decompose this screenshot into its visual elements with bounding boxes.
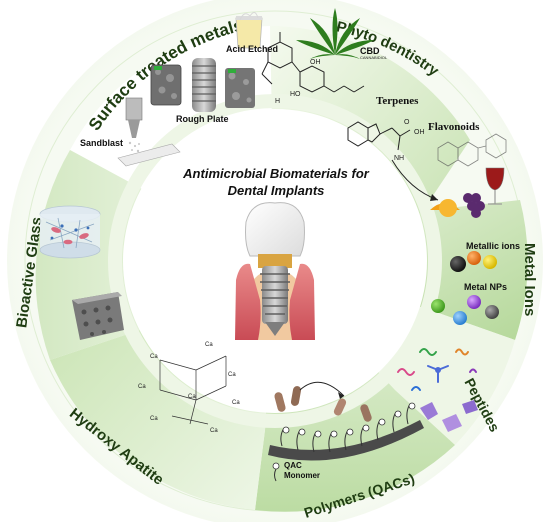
label-sandblast: Sandblast [80, 138, 123, 148]
terpene-structure [347, 121, 411, 151]
chem-ho-1: HO [290, 91, 301, 98]
svg-text:Ca: Ca [228, 372, 236, 378]
sandblast-illustration [117, 97, 181, 167]
bacteria-icon [274, 381, 372, 422]
svg-text:Ca: Ca [188, 394, 196, 400]
svg-text:Ca: Ca [210, 428, 218, 434]
label-metal-nps: Metal NPs [464, 282, 507, 292]
chem-o-1: O [404, 119, 410, 126]
svg-text:Ca: Ca [150, 354, 158, 360]
chem-nh2: NH [394, 155, 404, 162]
peptide-shapes [420, 400, 478, 432]
inner-ring [108, 94, 442, 428]
ca-labels: Ca Ca Ca Ca Ca Ca Ca Ca [138, 342, 240, 434]
label-flavonoids: Flavonoids [428, 121, 480, 133]
svg-text:Ca: Ca [150, 416, 158, 422]
phyto-arrowhead [430, 194, 438, 201]
fruit-wine-icon [430, 167, 505, 218]
center-title-line-2: Dental Implants [228, 183, 325, 198]
qac-polymer-surface [268, 402, 424, 461]
label-terpenes: Terpenes [376, 95, 419, 107]
label-acid-etched: Acid Etched [226, 44, 278, 54]
acid-beaker [235, 12, 263, 49]
bioactive-glass-cells [39, 205, 101, 259]
metal-ion-spheres [450, 251, 497, 272]
metal-np-spheres [431, 295, 499, 325]
label-monomer: Monomer [284, 471, 320, 480]
rough-surface-micrographs [150, 64, 255, 108]
dental-implant-illustration [235, 202, 315, 340]
chem-oh-2: OH [414, 129, 425, 136]
label-cbd: CBD [360, 46, 380, 56]
label-rough-plate: Rough Plate [176, 114, 229, 124]
label-cannabidiol: CANNABIDIOL [360, 55, 388, 60]
chem-oh-1: OH [310, 59, 321, 66]
svg-text:Ca: Ca [138, 384, 146, 390]
label-qac: QAC [284, 461, 302, 470]
porous-scaffold-icon [72, 292, 124, 340]
qac-monomer-icon [272, 462, 280, 482]
chem-h-1: H [275, 98, 280, 105]
svg-text:Ca: Ca [205, 342, 213, 348]
svg-text:Ca: Ca [232, 400, 240, 406]
implant-screw-top [192, 58, 216, 112]
peptide-illustration [397, 348, 477, 391]
label-metallic-ions: Metallic ions [466, 241, 520, 251]
segment-title-metal: Metal Ions [521, 243, 538, 316]
cannabis-leaf-icon [296, 8, 374, 60]
hydroxyapatite-structure [159, 355, 227, 425]
center-title-line-1: Antimicrobial Biomaterials for [182, 166, 370, 181]
cbd-structure [261, 32, 365, 93]
flavonoid-structure [437, 133, 507, 167]
